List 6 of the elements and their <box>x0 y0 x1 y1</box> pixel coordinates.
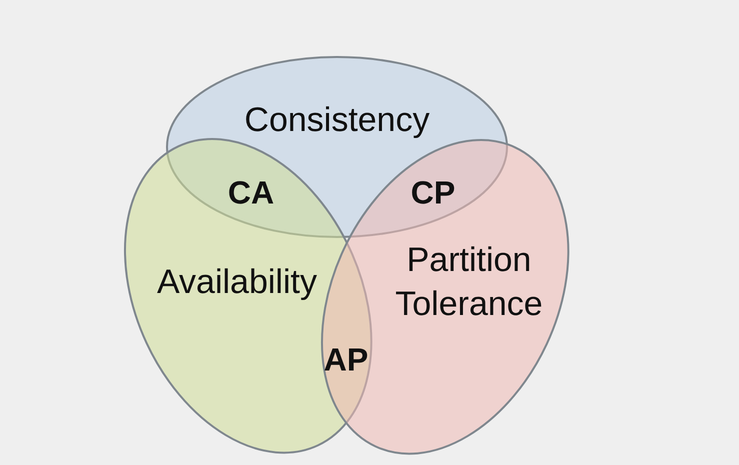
set-label: Partition Tolerance <box>394 240 544 325</box>
set-label: Availability <box>156 262 318 303</box>
intersection-label: CP <box>410 174 456 212</box>
set-label: Consistency <box>243 100 431 141</box>
intersection-label: CA <box>228 174 274 212</box>
intersection-label: AP <box>324 342 368 378</box>
